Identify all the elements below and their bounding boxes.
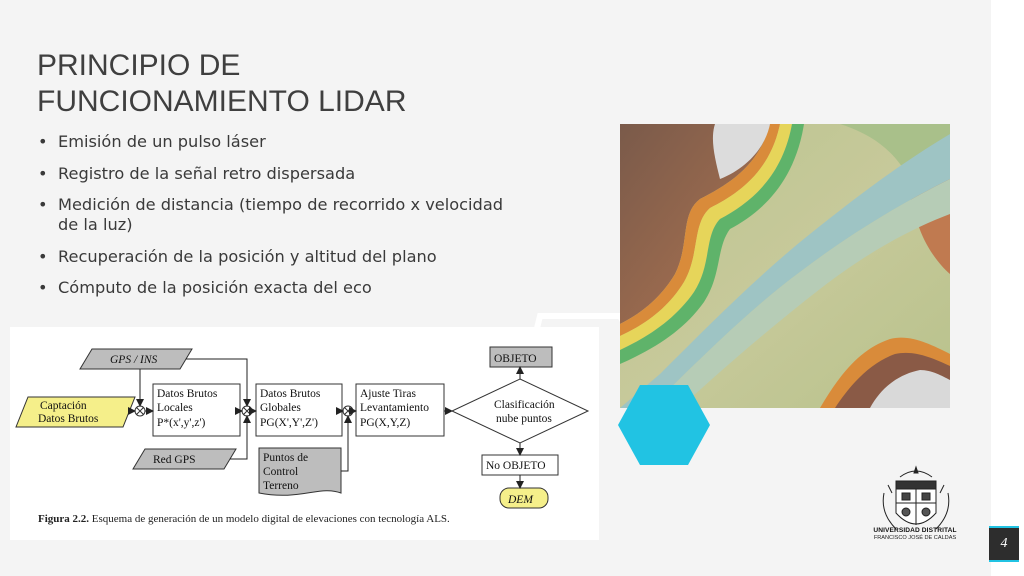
puntos-control-box bbox=[258, 447, 342, 496]
captacion-label-2: Datos Brutos bbox=[38, 413, 99, 425]
slide-title-line-2: FUNCIONAMIENTO LIDAR bbox=[37, 85, 407, 118]
caption-text: Esquema de generación de un modelo digit… bbox=[89, 513, 450, 525]
captacion-box bbox=[15, 396, 136, 428]
globales-label-3: PG(X',Y',Z') bbox=[260, 417, 318, 429]
slide-title-line-1: PRINCIPIO DE bbox=[37, 49, 241, 82]
university-subtitle: FRANCISCO JOSÉ DE CALDAS bbox=[873, 535, 957, 541]
multiply-node bbox=[342, 405, 354, 417]
globales-box bbox=[255, 383, 343, 437]
captacion-label-1: Captación bbox=[40, 400, 87, 412]
bullet-text: Emisión de un pulso láser bbox=[58, 132, 266, 151]
lidar-flow-diagram: GPS / INS Captación Datos Brutos Datos B… bbox=[10, 327, 599, 540]
bullet-glyph: • bbox=[38, 163, 48, 183]
bullet-text: Cómputo de la posición exacta del eco bbox=[58, 278, 372, 297]
locales-label-3: P*(x',y',z') bbox=[157, 417, 206, 429]
globales-label-1: Datos Brutos bbox=[260, 388, 321, 400]
bullet-text: Medición de distancia (tiempo de recorri… bbox=[58, 195, 504, 234]
slide-title: PRINCIPIO DE FUNCIONAMIENTO LIDAR bbox=[37, 48, 557, 120]
caption-label: Figura 2.2. bbox=[38, 513, 90, 525]
bullet-glyph: • bbox=[38, 278, 48, 297]
ajuste-label-1: Ajuste Tiras bbox=[360, 388, 416, 400]
bullet-glyph: • bbox=[38, 246, 48, 266]
bullet-text: Recuperación de la posición y altitud de… bbox=[58, 246, 437, 266]
no-objeto-label: No OBJETO bbox=[486, 460, 546, 472]
clasificacion-label-1: Clasificación bbox=[494, 399, 555, 411]
gps-ins-label: GPS / INS bbox=[110, 354, 158, 366]
university-seal-logo bbox=[882, 465, 950, 530]
bullet-glyph: • bbox=[38, 195, 48, 214]
bullet-item: • Medición de distancia (tiempo de recorr… bbox=[38, 195, 508, 235]
flow-diagram-svg: GPS / INS Captación Datos Brutos Datos B… bbox=[15, 346, 590, 509]
university-name: UNIVERSIDAD DISTRITAL bbox=[873, 527, 957, 534]
objeto-label: OBJETO bbox=[494, 353, 537, 365]
multiply-node bbox=[241, 405, 253, 417]
dem-box bbox=[499, 487, 549, 509]
dem-label: DEM bbox=[507, 494, 534, 506]
bullet-glyph: • bbox=[38, 132, 48, 151]
right-margin-strip bbox=[991, 0, 1024, 576]
bullet-text: Registro de la señal retro dispersada bbox=[58, 163, 356, 183]
locales-box bbox=[152, 383, 241, 437]
puntos-label-3: Terreno bbox=[263, 480, 299, 492]
figure-caption: Figura 2.2. Esquema de generación de un … bbox=[38, 513, 450, 525]
page-number: 4 bbox=[989, 526, 1019, 562]
ajuste-label-3: PG(X,Y,Z) bbox=[360, 417, 410, 429]
bullet-item: • Cómputo de la posición exacta del eco bbox=[38, 278, 508, 298]
multiply-node bbox=[134, 405, 146, 417]
locales-label-1: Datos Brutos bbox=[157, 388, 218, 400]
bullet-item: • Recuperación de la posición y altitud d… bbox=[38, 247, 508, 267]
bullet-item: • Registro de la señal retro dispersada bbox=[38, 164, 508, 184]
bullet-list: • Emisión de un pulso láser • Registro de … bbox=[38, 132, 508, 310]
puntos-label-2: Control bbox=[263, 466, 298, 478]
lidar-relief-image bbox=[620, 124, 950, 408]
clasificacion-diamond bbox=[450, 378, 590, 444]
globales-label-2: Globales bbox=[260, 402, 301, 414]
red-gps-label: Red GPS bbox=[153, 454, 196, 466]
clasificacion-label-2: nube puntos bbox=[496, 413, 552, 425]
locales-label-2: Locales bbox=[157, 402, 193, 414]
flow-connectors bbox=[128, 358, 524, 489]
bullet-item: • Emisión de un pulso láser bbox=[38, 132, 508, 152]
red-gps-box bbox=[132, 448, 237, 470]
ajuste-label-2: Levantamiento bbox=[360, 402, 429, 414]
puntos-label-1: Puntos de bbox=[263, 452, 308, 464]
gps-ins-box bbox=[79, 348, 193, 370]
